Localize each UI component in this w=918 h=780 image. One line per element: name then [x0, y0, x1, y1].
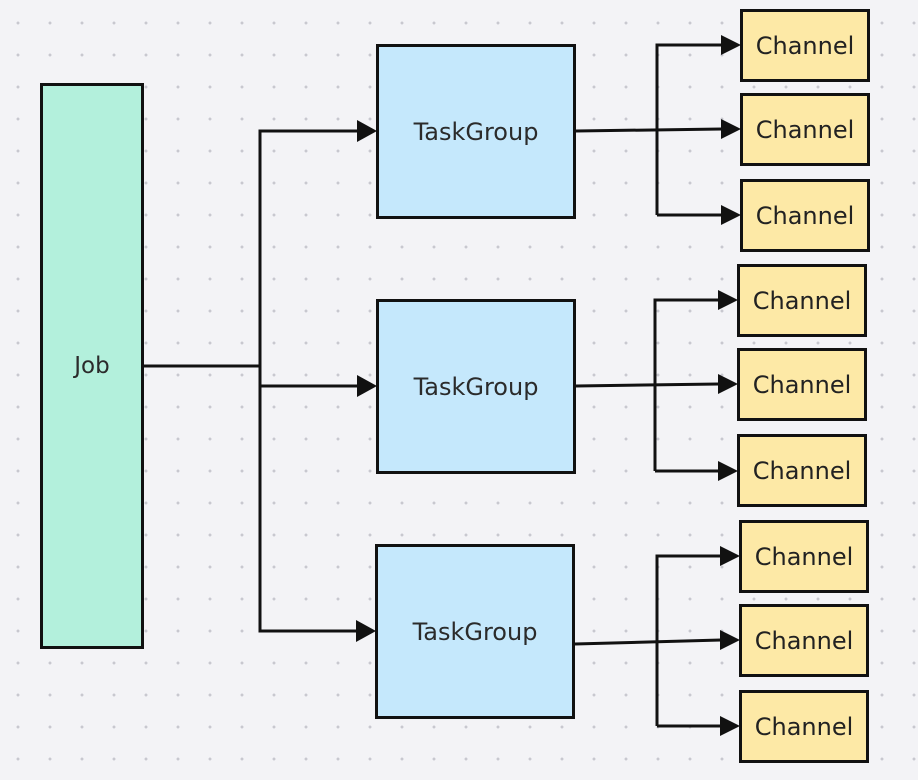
taskgroup-label: TaskGroup: [413, 117, 539, 146]
arrowhead-taskgroup-3: [356, 620, 376, 642]
taskgroup-node-3[interactable]: TaskGroup: [375, 544, 575, 719]
channel-node-1-3[interactable]: Channel: [740, 179, 870, 252]
connector-job-taskgroup-3: [258, 366, 360, 633]
channel-label: Channel: [754, 712, 854, 741]
taskgroup-node-1[interactable]: TaskGroup: [376, 44, 576, 219]
connector-tg3-channel-2: [574, 638, 722, 646]
channel-node-1-1[interactable]: Channel: [740, 9, 870, 82]
taskgroup-label: TaskGroup: [413, 372, 539, 401]
channel-label: Channel: [755, 31, 855, 60]
channel-node-2-2[interactable]: Channel: [737, 348, 867, 421]
channel-node-2-1[interactable]: Channel: [737, 264, 867, 337]
arrowhead-taskgroup-1: [357, 120, 377, 142]
connector-tg2-channel-1: [653, 298, 719, 471]
channel-label: Channel: [754, 626, 854, 655]
channel-label: Channel: [752, 456, 852, 485]
connector-tg1-channel-2: [575, 127, 723, 133]
taskgroup-node-2[interactable]: TaskGroup: [376, 299, 576, 474]
channel-node-1-2[interactable]: Channel: [740, 93, 870, 166]
arrowhead-tg1-channel-1: [721, 35, 741, 55]
channel-label: Channel: [755, 201, 855, 230]
arrowhead-tg3-channel-3: [720, 716, 740, 736]
arrowhead-tg1-channel-2: [721, 119, 741, 139]
arrowhead-tg3-channel-2: [720, 630, 740, 650]
channel-node-3-1[interactable]: Channel: [739, 520, 869, 593]
arrowhead-taskgroup-2: [357, 375, 377, 397]
job-label: Job: [74, 353, 110, 379]
channel-label: Channel: [755, 115, 855, 144]
arrowhead-tg2-channel-2: [718, 374, 738, 394]
connector-job-taskgroup-1: [144, 129, 360, 368]
channel-node-2-3[interactable]: Channel: [737, 434, 867, 507]
arrowhead-tg2-channel-3: [718, 461, 738, 481]
arrowhead-tg2-channel-1: [718, 290, 738, 310]
arrowhead-tg1-channel-3: [721, 205, 741, 225]
job-node[interactable]: Job: [40, 83, 144, 649]
channel-label: Channel: [754, 542, 854, 571]
connector-tg2-channel-2: [575, 382, 720, 388]
connector-tg1-channel-1: [655, 43, 722, 215]
arrowhead-tg3-channel-1: [720, 546, 740, 566]
channel-label: Channel: [752, 286, 852, 315]
taskgroup-label: TaskGroup: [412, 617, 538, 646]
channel-node-3-2[interactable]: Channel: [739, 604, 869, 677]
connector-tg3-channel-1: [655, 554, 721, 726]
connector-job-taskgroup-2: [258, 366, 360, 388]
channel-label: Channel: [752, 370, 852, 399]
channel-node-3-3[interactable]: Channel: [739, 690, 869, 763]
